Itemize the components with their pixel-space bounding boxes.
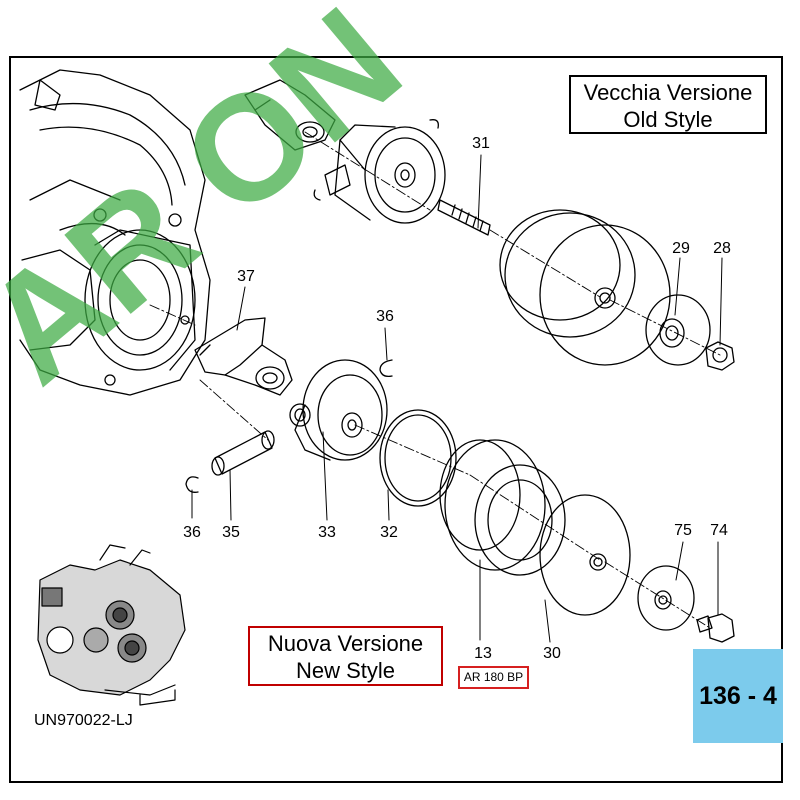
old-style-italian: Vecchia Versione <box>583 80 753 105</box>
retaining-ring <box>379 409 457 507</box>
callout-36-upper: 36 <box>376 308 394 325</box>
drawing-code: UN970022-LJ <box>34 712 133 729</box>
old-washer <box>645 294 711 366</box>
callout-30: 30 <box>543 645 561 662</box>
callout-35: 35 <box>222 524 240 541</box>
callout-33: 33 <box>318 524 336 541</box>
callout-31: 31 <box>472 135 490 152</box>
callout-32: 32 <box>380 524 398 541</box>
new-style-italian: Nuova Versione <box>267 631 424 656</box>
old-style-title-box: Vecchia Versione Old Style <box>569 75 767 134</box>
diagram-frame <box>9 56 783 783</box>
stud-bolt <box>437 199 491 236</box>
assembly-axis-lines <box>149 131 721 629</box>
callout-36-lower: 36 <box>183 524 201 541</box>
old-style-english: Old Style <box>623 107 713 132</box>
page-number-badge: 136 - 4 <box>693 649 783 743</box>
callout-28: 28 <box>713 240 731 257</box>
inset-pump-image <box>37 544 186 706</box>
reference-code-box: AR 180 BP <box>458 666 529 689</box>
diaphragm-disc <box>539 494 631 616</box>
callout-74: 74 <box>710 522 728 539</box>
piston-pin <box>211 430 275 476</box>
old-connecting-rod <box>244 79 336 151</box>
page-number: 136 - 4 <box>699 681 777 710</box>
callout-75: 75 <box>674 522 692 539</box>
circlip-lower <box>185 476 199 493</box>
leader-lines <box>191 154 723 643</box>
callout-13: 13 <box>474 645 492 662</box>
new-washer <box>637 565 695 631</box>
circlip-upper <box>379 359 393 378</box>
callout-29: 29 <box>672 240 690 257</box>
old-diaphragm <box>499 209 671 366</box>
pump-housing <box>19 69 211 396</box>
old-piston <box>313 119 446 224</box>
new-bolt <box>696 613 735 643</box>
new-diaphragm <box>439 439 566 576</box>
callout-37: 37 <box>237 268 255 285</box>
new-piston <box>289 359 388 461</box>
new-style-title-box: Nuova Versione New Style <box>248 626 443 686</box>
old-nut <box>705 341 735 371</box>
new-connecting-rod <box>194 317 293 396</box>
new-style-english: New Style <box>295 658 396 683</box>
